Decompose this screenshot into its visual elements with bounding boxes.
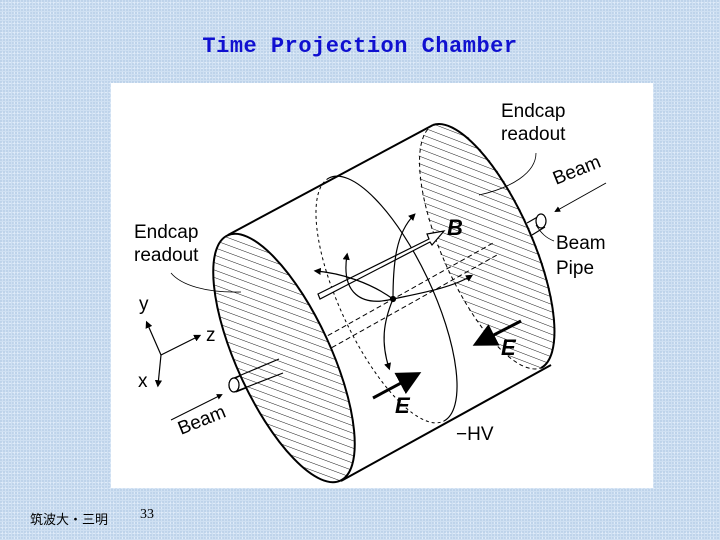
endcap-top-label-1: Endcap: [501, 101, 565, 122]
cylinder-top-edge: [227, 124, 434, 236]
hv-label: −HV: [456, 424, 494, 445]
endcap-left-label-1: Endcap: [134, 222, 198, 243]
beam-pipe-label-2: Pipe: [556, 258, 594, 279]
axis-z-label: z: [206, 325, 216, 346]
tpc-diagram: E E B Endcap readout Endcap readout Beam…: [111, 83, 653, 488]
b-field-label: B: [447, 215, 463, 240]
axis-y-label: y: [139, 294, 149, 315]
cylinder-bottom-edge: [340, 364, 552, 482]
beam-pipe-label-1: Beam: [556, 233, 606, 254]
page-number: 33: [140, 507, 154, 522]
beam-right-label: Beam: [550, 152, 604, 190]
slide-title: Time Projection Chamber: [202, 34, 518, 59]
e-field-arrow-center: [372, 372, 422, 400]
hv-membrane: [315, 175, 458, 424]
b-field-arrow: [317, 230, 446, 300]
e-field-right-label: E: [501, 335, 517, 360]
beam-left-label: Beam: [175, 402, 229, 440]
coordinate-axes: [145, 320, 202, 388]
endcap-left-label-2: readout: [134, 245, 199, 266]
right-endcap: [418, 123, 556, 370]
e-field-center-label: E: [395, 393, 411, 418]
e-field-arrow-right: [472, 319, 522, 346]
axis-x-label: x: [138, 371, 148, 392]
tpc-diagram-svg: E E B Endcap readout Endcap readout Beam…: [134, 101, 607, 484]
endcap-top-label-2: readout: [501, 124, 566, 145]
left-endcap: [212, 232, 356, 484]
particle-tracks: [313, 213, 474, 371]
footer-organization: 筑波大・三明: [30, 513, 109, 528]
